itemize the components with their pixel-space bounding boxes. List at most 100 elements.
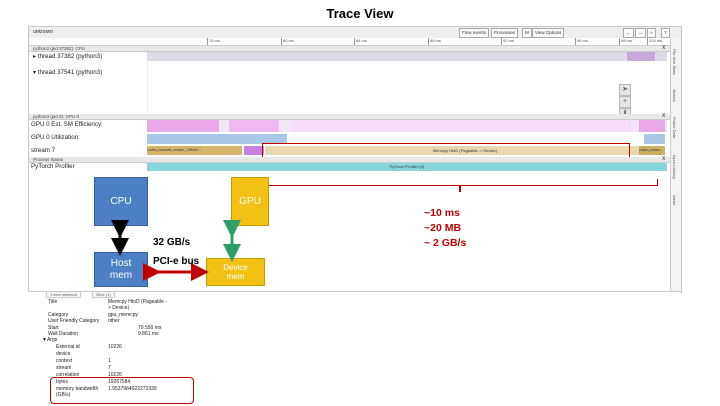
- efficiency-bar[interactable]: [291, 120, 631, 132]
- toolbar: unknown Flow events Processes M View Opt…: [29, 27, 681, 39]
- gpu-process-header[interactable]: python3 (pid 0): GPU 0: [29, 114, 670, 120]
- process-spans-label: Process Spans: [33, 157, 64, 162]
- efficiency-bar[interactable]: [639, 120, 665, 132]
- arg-value: 1: [108, 358, 111, 364]
- arg-key: device: [56, 351, 71, 357]
- gpu-label: GPU: [239, 196, 261, 207]
- ruler-tick: 96 ms: [575, 38, 588, 45]
- stat-bandwidth: ~ 2 GB/s: [424, 237, 467, 249]
- detail-key: Title: [48, 299, 58, 305]
- nav-more-button[interactable]: »: [647, 28, 656, 38]
- arg-value: 10226: [108, 344, 122, 350]
- detail-key: Wall Duration: [48, 331, 78, 337]
- detail-value: 79.550 ms: [138, 325, 162, 331]
- tab-file-size-stats[interactable]: File Size Stats: [672, 49, 677, 75]
- time-ruler: 76 ms 80 ms 84 ms 88 ms 92 ms 96 ms 98 m…: [29, 38, 681, 46]
- select-tool-icon[interactable]: ➤: [619, 84, 631, 96]
- thread-track: [147, 52, 667, 61]
- detail-value: other: [108, 318, 120, 324]
- arg-value: 7: [108, 365, 111, 371]
- ruler-tick: 80 ms: [281, 38, 294, 45]
- bandwidth-label: 32 GB/s: [153, 237, 191, 248]
- side-panel-strip: [670, 38, 681, 292]
- ruler-tick: 76 ms: [207, 38, 220, 45]
- close-icon[interactable]: X: [662, 113, 666, 119]
- ruler-tick: 84 ms: [354, 38, 367, 45]
- bus-label: PCI-e bus: [153, 256, 200, 267]
- host-mem-label: mem: [109, 269, 133, 281]
- ruler-tick: 98 ms: [619, 38, 632, 45]
- host-mem-label: Host: [110, 257, 132, 269]
- arg-key: External id: [56, 344, 80, 350]
- arg-value: 10226: [108, 372, 122, 378]
- nav-left-button[interactable]: ←: [623, 28, 634, 38]
- thread-label: thread 37541 (python3): [37, 69, 103, 76]
- close-icon[interactable]: X: [662, 45, 666, 51]
- thread-row-37541[interactable]: ▾ thread 37541 (python3): [33, 69, 103, 76]
- gpu-utilization-label: GPU 0 Utilization:: [31, 134, 80, 141]
- detail-value: gpu_memcpy: [108, 312, 139, 318]
- ruler-tick: 104 ms: [647, 38, 663, 45]
- tab-slice[interactable]: Slice (1): [92, 292, 115, 298]
- utilization-bar[interactable]: [147, 134, 287, 144]
- stream-label: stream 7: [31, 147, 56, 154]
- utilization-bar[interactable]: [644, 134, 665, 144]
- thread-label: thread 37382 (python3): [37, 53, 103, 60]
- arg-value: 19267584: [108, 379, 131, 385]
- detail-key: User Friendly Category: [48, 318, 100, 324]
- tab-metrics[interactable]: Metrics: [672, 89, 677, 102]
- gpu-process-label: python3 (pid 0): GPU 0: [33, 114, 80, 119]
- processes-button[interactable]: Processes: [491, 28, 519, 38]
- kernel-slice[interactable]: [244, 146, 264, 155]
- cpu-process-header[interactable]: python3 (pid 37382): CPU: [29, 46, 670, 52]
- thread-row-37382[interactable]: ▸ thread 37382 (python3): [33, 53, 103, 60]
- thread-track-empty: [147, 61, 668, 113]
- memcpy-slice[interactable]: Memcpy HtoD (Pageable -> Device): [265, 146, 665, 155]
- window-name: unknown: [33, 29, 54, 35]
- args-header[interactable]: ▼Args: [42, 337, 58, 343]
- arg-key: bytes: [56, 379, 68, 385]
- tab-selection[interactable]: 1 item selected: [46, 292, 81, 298]
- arg-key: correlation: [56, 372, 80, 378]
- profiler-slice[interactable]: PyTorch Profiler (0): [147, 163, 667, 171]
- tab-input-latency[interactable]: Input Latency: [672, 155, 677, 180]
- help-button[interactable]: ?: [661, 28, 670, 38]
- tab-frame-data[interactable]: Frame Data: [672, 117, 677, 139]
- stat-size: ~20 MB: [424, 222, 462, 234]
- arg-key: stream: [56, 365, 72, 371]
- detail-key: Category: [48, 312, 69, 318]
- tab-alerts[interactable]: Alerts: [672, 195, 677, 206]
- thread-slice[interactable]: [627, 52, 655, 61]
- ruler-tick: 92 ms: [501, 38, 514, 45]
- arg-key: memory bandwidth: [56, 386, 99, 392]
- arg-key: (GB/s): [56, 392, 71, 398]
- close-icon[interactable]: X: [662, 156, 666, 162]
- gpu-box: GPU: [231, 177, 269, 226]
- efficiency-bar[interactable]: [229, 120, 279, 132]
- cpu-box: CPU: [94, 177, 148, 226]
- kernel-slice[interactable]: cudnn_maxwell_scudnn_128x64...: [147, 146, 242, 155]
- arg-key: context: [56, 358, 73, 364]
- bracket-stem: [459, 186, 461, 192]
- device-mem-label: mem: [226, 272, 245, 281]
- cpu-label: CPU: [110, 196, 132, 207]
- process-spans-header[interactable]: Process Spans: [29, 157, 670, 163]
- details-panel: 1 item selected Slice (1) Title Memcpy H…: [28, 291, 680, 406]
- slide-title: Trace View: [326, 6, 394, 21]
- detail-key: Start: [48, 325, 59, 331]
- profiler-label: PyTorch Profiler: [31, 163, 75, 170]
- m-button[interactable]: M: [522, 28, 532, 38]
- cpu-process-label: python3 (pid 37382): CPU: [33, 46, 86, 51]
- gpu-efficiency-label: GPU 0 Est. SM Efficiency:: [31, 121, 103, 128]
- detail-value: Memcpy HtoD (Pageable -> Device): [108, 299, 167, 311]
- nav-right-button[interactable]: →: [635, 28, 646, 38]
- device-mem-label: Device: [223, 263, 248, 272]
- ruler-tick: 88 ms: [428, 38, 441, 45]
- trace-viewer: unknown Flow events Processes M View Opt…: [28, 26, 682, 293]
- view-options-button[interactable]: View Options: [532, 28, 565, 38]
- zoom-tool-icon[interactable]: +: [619, 96, 631, 108]
- flow-events-button[interactable]: Flow events: [459, 28, 490, 38]
- kernel-slice[interactable]: cudnn_maxw...: [639, 146, 665, 155]
- detail-value: 9.861 ms: [138, 331, 159, 337]
- efficiency-bar[interactable]: [147, 120, 219, 132]
